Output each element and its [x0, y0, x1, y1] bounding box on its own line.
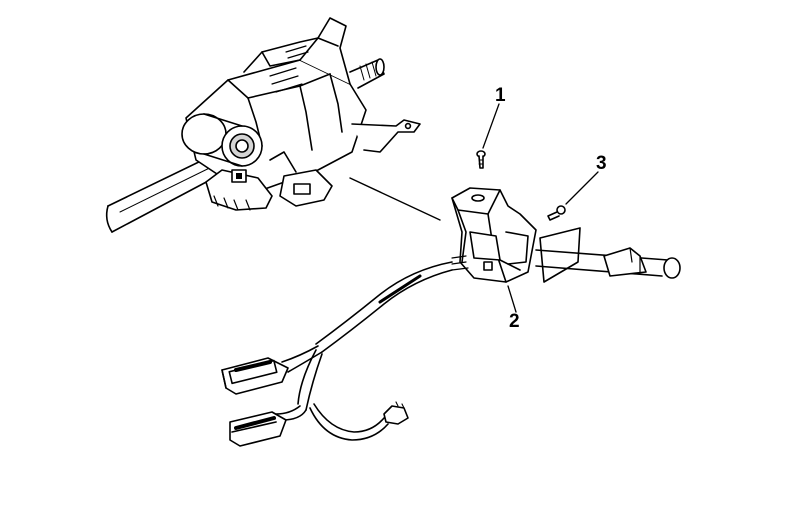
- screw-1: [476, 150, 486, 169]
- steering-column-assembly: [105, 17, 421, 233]
- callout-2-leader: [507, 285, 517, 313]
- callout-2: 2: [509, 311, 520, 332]
- callout-1: 1: [495, 85, 506, 106]
- leader-line: [349, 177, 441, 221]
- callout-3: 3: [596, 153, 607, 174]
- harness-connector-upper: [221, 357, 289, 395]
- turn-signal-lever: [535, 227, 681, 283]
- screw-3: [547, 205, 566, 221]
- callout-1-leader: [482, 103, 500, 149]
- harness-connector-lower: [229, 411, 287, 447]
- wiring-harness: [275, 261, 453, 441]
- callout-3-leader: [565, 171, 599, 205]
- multifunction-switch: [451, 187, 537, 283]
